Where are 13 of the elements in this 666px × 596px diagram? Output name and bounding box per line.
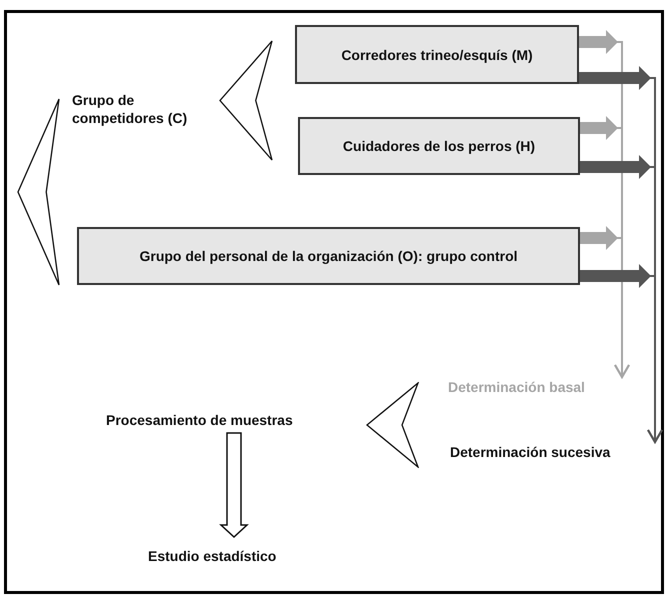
bracket [366,382,419,468]
group-box: Corredores trineo/esquís (M) [295,25,579,84]
step-label: Determinación sucesiva [450,443,660,461]
arrow [580,264,663,444]
step-label: Procesamiento de muestras [106,411,351,429]
group-box: Cuidadores de los perros (H) [298,117,580,175]
group-box: Grupo del personal de la organización (O): grupo control [77,227,580,285]
group-label: Grupo de competidores (C) [72,88,217,130]
step-label: Estudio estadístico [148,547,318,565]
bracket [17,98,60,286]
step-label: Determinación basal [448,378,628,396]
hollow-arrow [219,432,249,538]
bracket [219,40,273,161]
